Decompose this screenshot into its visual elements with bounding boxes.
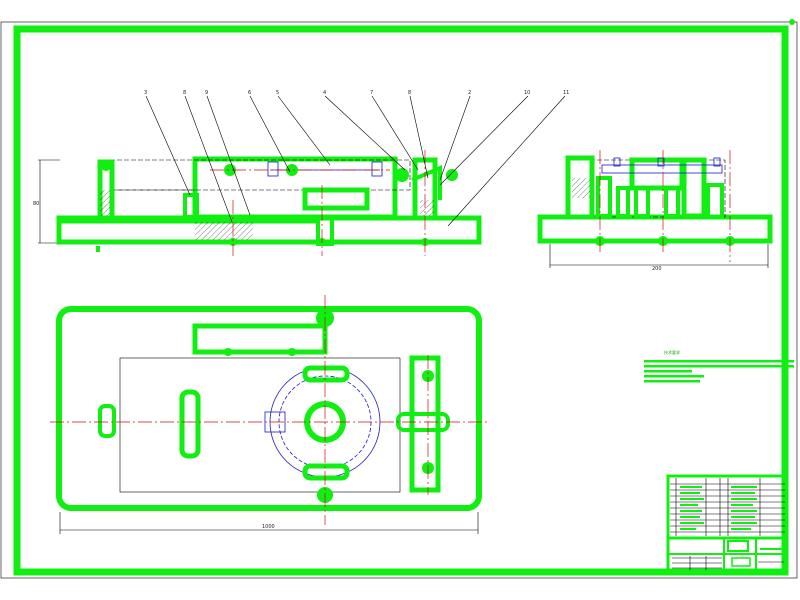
sheet-outer-border [0,21,798,579]
front-view: 80 [33,90,569,256]
balloon-labels: 3 8 9 6 5 4 7 8 2 10 11 [144,90,569,96]
notes-heading: 技术要求 [664,349,680,355]
plan-length-dimension: 1000 [262,524,275,530]
title-block [666,474,788,574]
balloon-label: 7 [370,90,373,96]
balloon-label: 6 [248,90,251,96]
balloon-label: 9 [205,90,208,96]
plan-view: 1000 [50,295,490,534]
balloon-label: 8 [408,90,411,96]
balloon-label: 3 [144,90,147,96]
balloon-label: 4 [323,90,326,96]
front-height-dimension: 80 [33,201,39,207]
balloon-leaders [145,95,566,227]
sheet-frame [13,25,789,576]
side-width-dimension: 200 [652,266,662,272]
balloon-label: 8 [183,90,186,96]
balloon-label: 10 [524,90,530,96]
balloon-label: 5 [276,90,279,96]
technical-notes: 技术要求 [644,349,794,383]
corner-mark [789,19,795,25]
balloon-label: 2 [468,90,471,96]
side-view: 200 [537,150,773,272]
balloon-label: 11 [563,90,569,96]
